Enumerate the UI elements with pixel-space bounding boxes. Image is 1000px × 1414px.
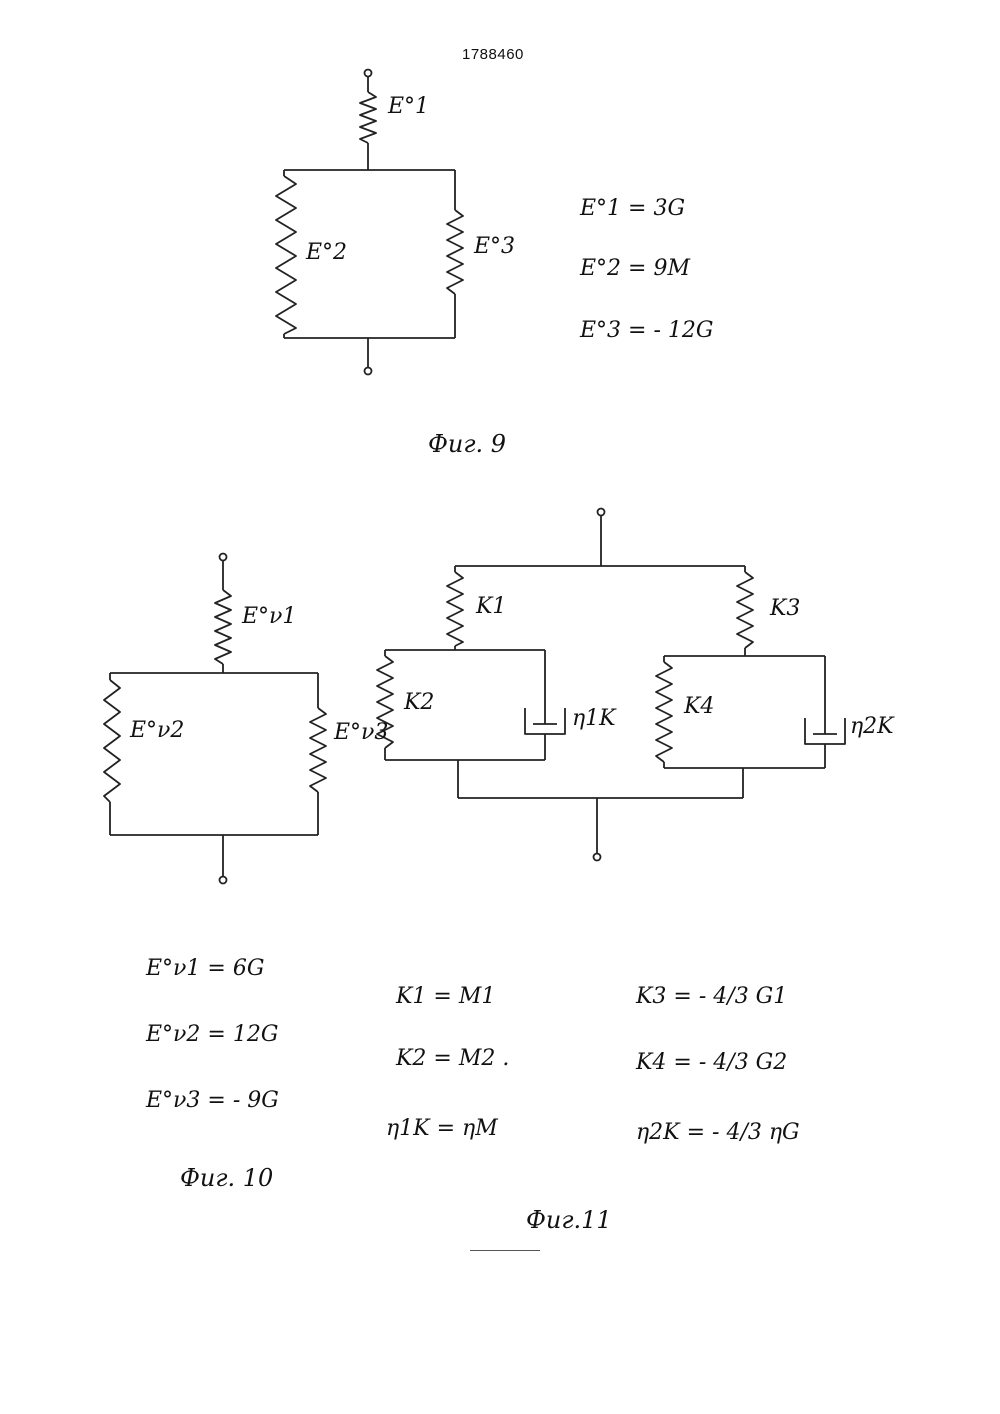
fig10-caption: Фиг. 10 (180, 1164, 273, 1192)
fig11-eq-right-2: K4 = - 4/3 G2 (636, 1050, 787, 1075)
fig10-bottom-terminal (220, 877, 227, 884)
fig11-bottom-terminal (594, 854, 601, 861)
fig9-eq-1: E°1 = 3G (580, 196, 685, 221)
fig11-eq-left-1: K1 = M1 (396, 984, 495, 1009)
fig11-label-k4: K4 (684, 694, 714, 719)
fig10-eq-3: E°ν3 = - 9G (146, 1088, 279, 1113)
fig9-label-e1: E°1 (388, 94, 429, 119)
fig11-circuit (377, 509, 845, 861)
fig9-label-e3: E°3 (474, 234, 515, 259)
fig11-eq-right-1: K3 = - 4/3 G1 (636, 984, 787, 1009)
fig11-label-k2: K2 (404, 690, 434, 715)
fig9-eq-3: E°3 = - 12G (580, 318, 713, 343)
fig9-spring-e1 (360, 92, 376, 143)
fig11-eq-right-3: η2K = - 4/3 ηG (636, 1120, 800, 1145)
fig9-top-terminal (365, 70, 372, 77)
fig9-spring-e3 (447, 210, 463, 294)
fig10-spring-ev1 (215, 590, 231, 664)
fig10-spring-ev2 (104, 680, 120, 802)
fig11-spring-k1 (447, 572, 463, 646)
fig9-bottom-terminal (365, 368, 372, 375)
fig10-spring-ev3 (310, 708, 326, 792)
fig10-label-ev3: E°ν3 (334, 720, 388, 745)
fig11-label-k1: K1 (476, 594, 506, 619)
fig9-label-e2: E°2 (306, 240, 347, 265)
fig11-label-eta2: η2K (850, 714, 894, 739)
fig9-spring-e2 (276, 176, 296, 334)
fig11-label-eta1: η1K (572, 706, 616, 731)
fig11-spring-k4 (656, 662, 672, 762)
fig9-circuit (276, 70, 463, 375)
fig10-eq-2: E°ν2 = 12G (146, 1022, 278, 1047)
fig11-spring-k3 (737, 572, 753, 648)
fig10-eq-1: E°ν1 = 6G (146, 956, 264, 981)
fig10-label-ev1: E°ν1 (242, 604, 296, 629)
fig11-eq-left-2: K2 = M2 . (396, 1046, 509, 1071)
fig11-eq-left-3: η1K = ηM (386, 1116, 498, 1141)
fig9-caption: Фиг. 9 (428, 430, 506, 458)
fig11-label-k3: K3 (770, 596, 800, 621)
fig9-eq-2: E°2 = 9M (580, 256, 690, 281)
fig11-caption: Фиг.11 (526, 1206, 612, 1234)
divider-rule (470, 1250, 540, 1251)
fig10-top-terminal (220, 554, 227, 561)
fig10-label-ev2: E°ν2 (130, 718, 184, 743)
fig11-top-terminal (598, 509, 605, 516)
